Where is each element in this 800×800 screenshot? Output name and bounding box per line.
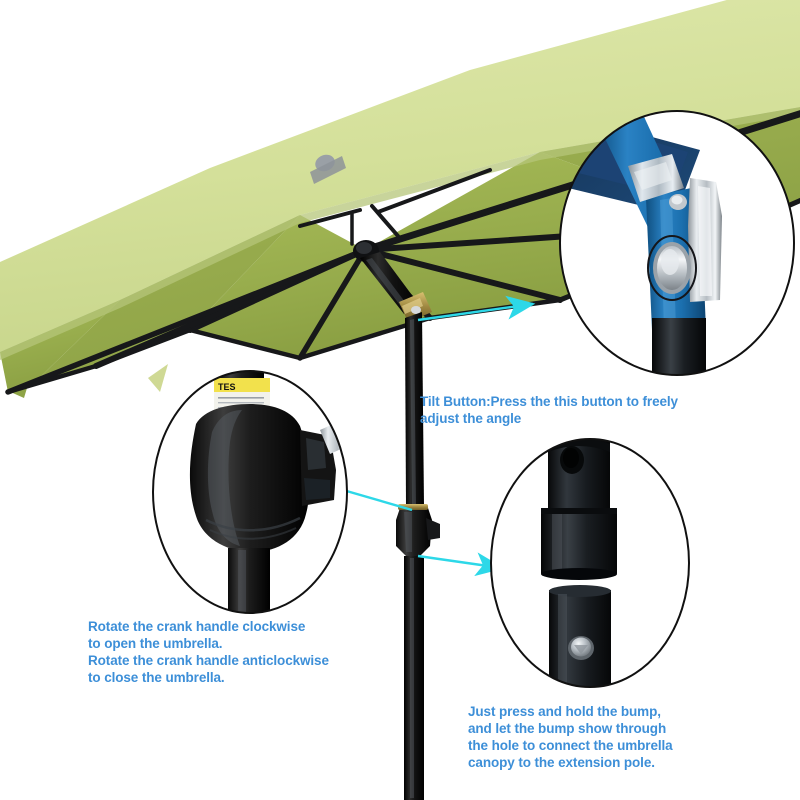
svg-text:TES: TES — [218, 382, 236, 392]
tilt-button-caption: Tilt Button:Press the this button to fre… — [420, 394, 678, 426]
bottom-pole — [404, 556, 424, 800]
extension-pole-callout — [490, 438, 690, 688]
extension-pole-caption: Just press and hold the bump, and let th… — [468, 704, 673, 770]
upper-tube-with-hole — [541, 439, 617, 580]
crank-housing[interactable] — [396, 504, 440, 556]
upper-pole — [360, 252, 420, 314]
lower-pole — [405, 312, 424, 506]
arrow-to-tilt-callout — [417, 295, 536, 322]
crank-handle-caption: Rotate the crank handle clockwise to ope… — [88, 619, 329, 685]
tilt-joint[interactable] — [399, 292, 432, 322]
arrow-to-bump-callout — [417, 552, 505, 577]
crank-handle-callout: TES — [152, 370, 348, 614]
lower-tube-with-bump — [549, 585, 611, 687]
tilt-button-callout — [559, 110, 795, 376]
canopy-finial — [310, 154, 346, 184]
